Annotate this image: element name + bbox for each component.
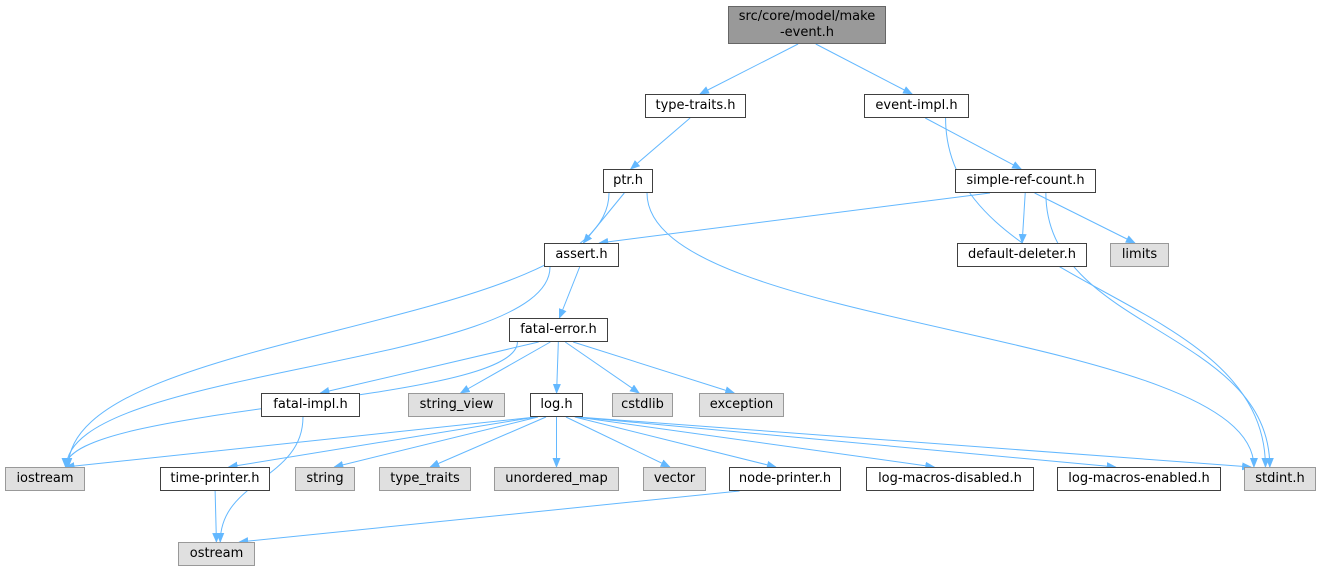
root-label-line2: -event.h xyxy=(779,25,835,40)
edge-log-to-type_traits xyxy=(429,416,547,468)
edge-node_printer-to-ostream xyxy=(238,490,740,546)
node-node-printer-h[interactable]: node-printer.h xyxy=(729,467,841,491)
node-ostream: ostream xyxy=(178,542,255,566)
node-fatal-error-h[interactable]: fatal-error.h xyxy=(509,318,608,342)
node-simple-ref-count-h[interactable]: simple-ref-count.h xyxy=(955,169,1096,193)
edge-fatal_error-to-exception xyxy=(572,341,736,395)
node-iostream: iostream xyxy=(5,467,85,491)
node-log-macros-enabled-h[interactable]: log-macros-enabled.h xyxy=(1057,467,1221,491)
edge-make_event-to-event_impl xyxy=(815,43,914,95)
node-default-deleter-h[interactable]: default-deleter.h xyxy=(957,243,1087,267)
edge-fatal_error-to-log xyxy=(552,341,561,394)
node-fatal-impl-h[interactable]: fatal-impl.h xyxy=(261,393,360,417)
node-assert-h[interactable]: assert.h xyxy=(544,243,619,267)
node-cstdlib: cstdlib xyxy=(612,393,673,417)
edge-log-to-iostream xyxy=(64,416,537,471)
node-log-macros-disabled-h[interactable]: log-macros-disabled.h xyxy=(866,467,1034,491)
node-type-traits-h[interactable]: type-traits.h xyxy=(645,94,746,118)
node-time-printer-h[interactable]: time-printer.h xyxy=(160,467,270,491)
node-type-traits: type_traits xyxy=(379,467,471,491)
edge-type_traits_h-to-ptr xyxy=(629,117,691,170)
edge-simple_ref-to-stdint xyxy=(1045,192,1274,468)
edge-assert-to-iostream xyxy=(62,266,551,468)
node-ptr-h[interactable]: ptr.h xyxy=(603,169,653,193)
edge-log-to-stdint xyxy=(576,416,1253,471)
edge-log-to-node_printer xyxy=(574,416,777,469)
node-event-impl-h[interactable]: event-impl.h xyxy=(864,94,969,118)
edge-fatal_error-to-cstdlib xyxy=(564,341,640,394)
edge-simple_ref-to-default_deleter xyxy=(1018,192,1027,244)
edge-simple_ref-to-limits xyxy=(1034,192,1136,244)
edge-log-to-log_disabled xyxy=(576,416,936,470)
edge-log-to-string xyxy=(333,416,539,469)
edge-event_impl-to-simple_ref xyxy=(924,117,1023,170)
root-label-line1: src/core/model/make xyxy=(738,9,876,24)
edge-log-to-time_printer xyxy=(227,416,537,470)
edge-fatal_error-to-string_view xyxy=(459,341,551,394)
node-string-view: string_view xyxy=(408,393,505,417)
edge-ptr-to-stdint xyxy=(646,192,1258,468)
node-log-h[interactable]: log.h xyxy=(530,393,583,417)
node-string: string xyxy=(295,467,355,491)
edge-make_event-to-type_traits_h xyxy=(699,43,799,95)
node-vector: vector xyxy=(643,467,706,491)
edge-log-to-vector xyxy=(565,416,671,468)
node-make-event-h: src/core/model/make -event.h xyxy=(728,6,886,44)
edge-log-to-log_enabled xyxy=(576,416,1117,471)
node-unordered-map: unordered_map xyxy=(494,467,619,491)
edge-time_printer-to-ostream xyxy=(212,490,221,543)
node-exception: exception xyxy=(699,393,784,417)
edge-fatal_error-to-fatal_impl xyxy=(319,341,539,395)
edge-simple_ref-to-assert xyxy=(598,192,991,246)
node-limits: limits xyxy=(1110,243,1169,267)
node-stdint-h: stdint.h xyxy=(1244,467,1316,491)
edge-assert-to-fatal_error xyxy=(558,266,581,319)
